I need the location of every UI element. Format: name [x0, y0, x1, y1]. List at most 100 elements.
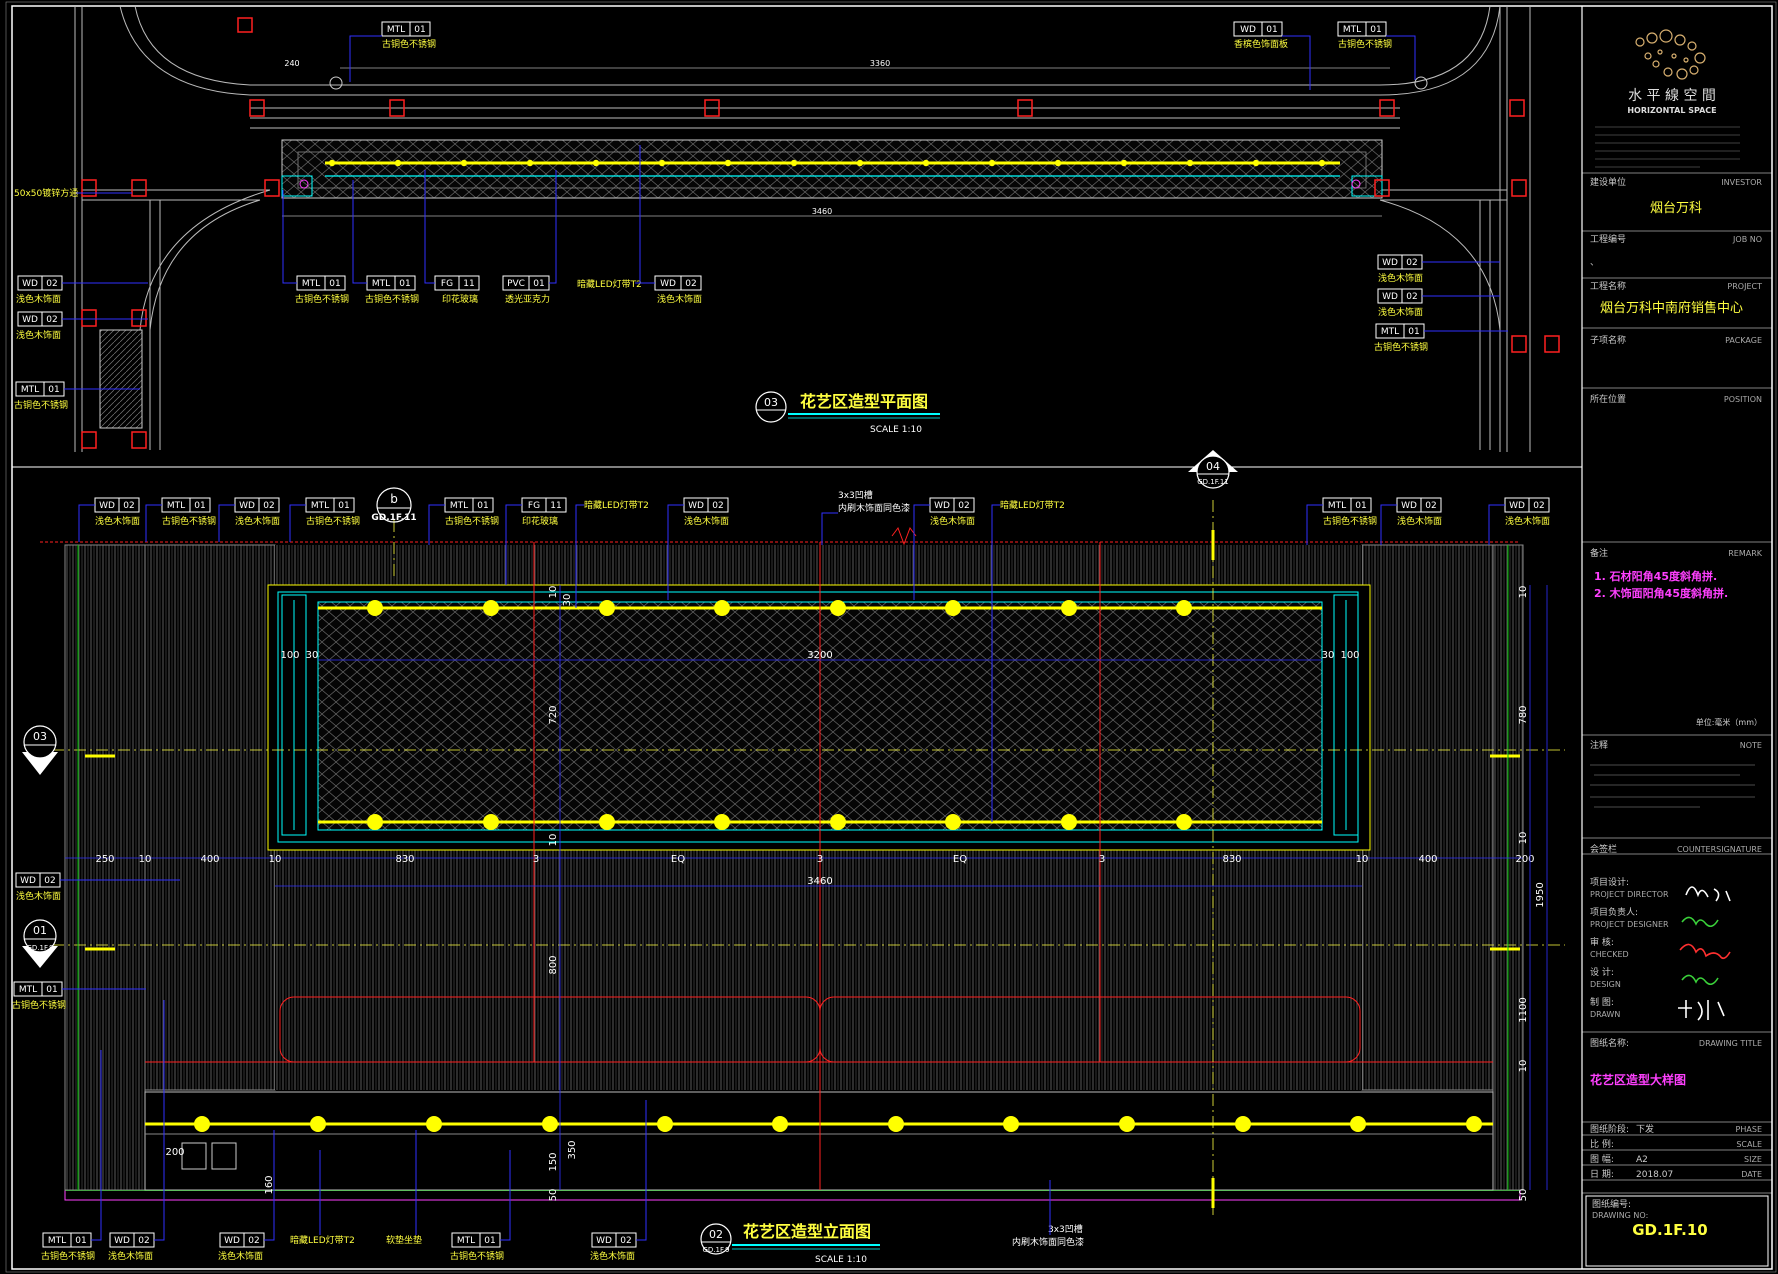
title-block: 水 平 線 空 間 HORIZONTAL SPACE — [1582, 29, 1772, 1267]
bench-led-dot — [194, 1116, 210, 1132]
dim-eq-a: EQ — [671, 854, 685, 865]
plan-dim-3360: 3360 — [870, 59, 890, 68]
phase-label: 图纸阶段: — [1590, 1123, 1629, 1135]
elev-panel-left — [64, 544, 146, 1191]
date-label: 日 期: — [1590, 1169, 1614, 1180]
section-04-num: 04 — [1206, 460, 1220, 473]
plan-counter — [281, 139, 1383, 199]
callout-code: MTL — [1381, 327, 1399, 337]
plan-callout-bottom-4: PVC 01 透光亚克力 — [502, 170, 557, 305]
remark-2: 2. 木饰面阳角45度斜角拼. — [1594, 586, 1728, 600]
dim-160: 160 — [264, 1175, 275, 1194]
project-value: 烟台万科中南府销售中心 — [1600, 300, 1743, 316]
title-block-rows — [1582, 172, 1772, 1194]
job-value: 、 — [1590, 258, 1599, 268]
bench-led-dot — [1350, 1116, 1366, 1132]
elev-panel-center-top — [275, 545, 1362, 585]
company-logo: 水 平 線 空 間 HORIZONTAL SPACE — [1595, 29, 1740, 168]
signature-checked — [1679, 943, 1731, 960]
dim-3460: 3460 — [807, 876, 832, 887]
marker-03-num: 03 — [33, 730, 47, 743]
callout-num: 02 — [1406, 258, 1417, 268]
plan-callout-left-4: MTL 01 古铜色不锈钢 — [14, 381, 140, 411]
plan-led-dots — [328, 159, 1326, 167]
elev-led-dot-top — [830, 600, 846, 616]
callout-num: 02 — [1425, 501, 1436, 511]
elev-panel-left-2 — [144, 544, 276, 1091]
job-field: 工程编号 JOB NO 、 — [1590, 233, 1762, 268]
plan-outlet-left — [329, 76, 343, 90]
drawing-no-label: 图纸编号: — [1592, 1198, 1631, 1210]
dim-200: 200 — [1515, 854, 1534, 865]
elev-green-lines — [77, 545, 1509, 1190]
dim-720: 720 — [548, 705, 559, 724]
groove-bot-line2: 内刷木饰面同色漆 — [1012, 1236, 1084, 1248]
callout-code: PVC — [507, 279, 525, 289]
countersign-field: 会签栏 COUNTERSIGNATURE — [1590, 843, 1762, 855]
callout-code: MTL — [21, 385, 39, 395]
elev-led-dot-bottom — [599, 814, 615, 830]
size-row: 图 幅: A2 SIZE — [1590, 1153, 1762, 1165]
drawing-title-label-en: DRAWING TITLE — [1699, 1039, 1762, 1048]
callout-desc: 古铜色不锈钢 — [1323, 515, 1377, 527]
job-label: 工程编号 — [1590, 233, 1626, 245]
plan-led-dot — [1120, 159, 1128, 167]
plan-led-dot — [790, 159, 798, 167]
plan-led-dot — [724, 159, 732, 167]
callout-num: 02 — [138, 1236, 149, 1246]
dim-10-b: 10 — [269, 854, 282, 865]
plan-callout-top-3: MTL 01 古铜色不锈钢 — [1337, 21, 1416, 80]
date-value: 2018.07 — [1636, 1170, 1673, 1180]
bench-led-dot — [426, 1116, 442, 1132]
callout-num: 02 — [44, 876, 55, 886]
section-marker-01: 01 GD.1F.9 — [22, 919, 58, 968]
sheet-frame — [5, 1, 1777, 1273]
drawing-no-field: 图纸编号: DRAWING NO: GD.1F.10 — [1585, 1195, 1769, 1267]
callout-num: 01 — [1266, 25, 1277, 35]
dim-150: 150 — [548, 1152, 559, 1171]
plan-led-dot — [922, 159, 930, 167]
callout-desc: 古铜色不锈钢 — [1338, 38, 1392, 50]
callout-code: MTL — [1328, 501, 1346, 511]
callout-num: 01 — [1355, 501, 1366, 511]
dim-10-top: 10 — [548, 586, 559, 599]
package-label-en: PACKAGE — [1725, 336, 1762, 345]
plan-callout-left-2: WD 02 浅色木饰面 — [16, 275, 148, 305]
callout-num: 01 — [533, 279, 544, 289]
role-label: 审 核: — [1590, 936, 1614, 948]
groove-top-line1: 3x3凹槽 — [838, 489, 873, 501]
callout-desc: 50x50镀锌方通 — [14, 187, 78, 199]
dim-10-c: 10 — [1356, 854, 1369, 865]
elev-led-dots — [367, 600, 1192, 830]
callout-num: 01 — [48, 385, 59, 395]
plan-led-dot — [460, 159, 468, 167]
callout-desc: 古铜色不锈钢 — [1374, 341, 1428, 353]
elev-callout-left-2: MTL 01 古铜色不锈钢 — [12, 981, 146, 1011]
plan-dim-240: 240 — [284, 59, 299, 68]
scale-label: 比 例: — [1590, 1138, 1614, 1150]
package-field: 子项名称 PACKAGE — [1590, 334, 1762, 346]
section-marker-b: b GD.1F.11 — [371, 487, 417, 523]
callout-num: 02 — [123, 501, 134, 511]
dim-800: 800 — [548, 955, 559, 974]
elevation-title-block: 02 GD.1F.9 花艺区造型立面图 SCALE 1:10 — [700, 1222, 880, 1265]
callout-desc: 印花玻璃 — [522, 515, 558, 527]
dim-250: 250 — [95, 854, 114, 865]
callout-desc: 古铜色不锈钢 — [365, 293, 419, 305]
dim-1100: 1100 — [1518, 997, 1529, 1022]
elev-led-dot-bottom — [830, 814, 846, 830]
elev-led-dot-top — [367, 600, 383, 616]
dim-400-a: 400 — [200, 854, 219, 865]
role-label-en: DRAWN — [1590, 1010, 1620, 1019]
plan-led-dot — [1252, 159, 1260, 167]
dim-780: 780 — [1518, 705, 1529, 724]
elev-led-dot-bottom — [714, 814, 730, 830]
callout-desc: 浅色木饰面 — [16, 890, 61, 902]
callout-num: 01 — [329, 279, 340, 289]
callout-code: MTL — [457, 1236, 475, 1246]
callout-desc: 浅色木饰面 — [16, 293, 61, 305]
